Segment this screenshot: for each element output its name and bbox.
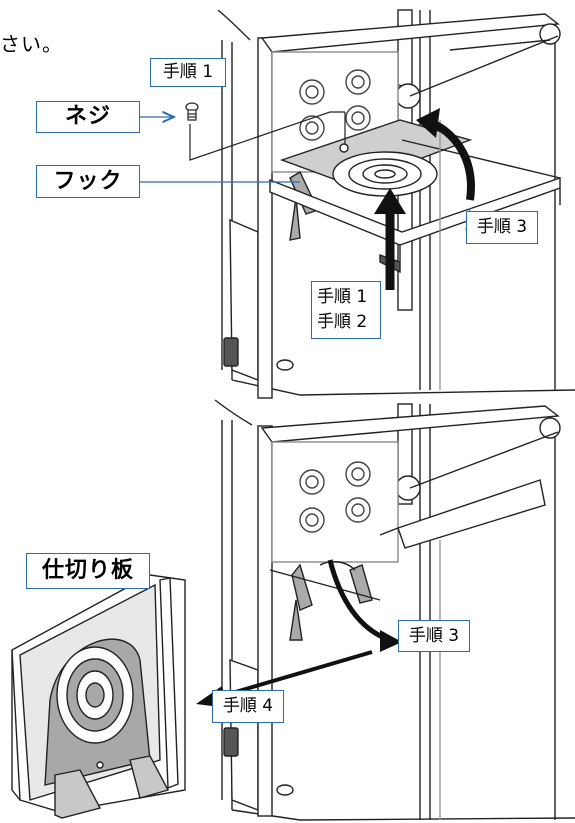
folded-shelf-bottom — [397, 479, 546, 549]
header-text-fragment: さい。 — [0, 32, 63, 56]
step1-step2-label: 手順 1 手順 2 — [311, 281, 381, 339]
step2-bottom-text: 手順 2 — [317, 312, 368, 332]
switch-bottom — [223, 727, 239, 757]
bottom-diagram — [214, 399, 575, 821]
hooks-bottom — [291, 563, 313, 611]
partition-plate-removed — [11, 574, 186, 819]
screw-icon — [185, 102, 199, 121]
hook-label: フック — [36, 165, 140, 198]
partition-label: 仕切り板 — [26, 553, 150, 589]
rotate-arrow-top — [428, 118, 475, 201]
connector-group-bottom — [299, 461, 371, 533]
connector-group-top — [299, 69, 371, 141]
step1-bottom-text: 手順 1 — [317, 287, 368, 307]
step4-lower-label: 手順 4 — [212, 690, 284, 723]
top-diagram — [217, 9, 575, 399]
step1-top-label: 手順 1 — [150, 58, 226, 87]
top-arrows — [185, 102, 475, 290]
step3-top-label: 手順 3 — [466, 211, 538, 244]
step3-lower-label: 手順 3 — [398, 620, 470, 652]
screw-label: ネジ — [36, 101, 140, 133]
switch-top — [223, 337, 239, 367]
